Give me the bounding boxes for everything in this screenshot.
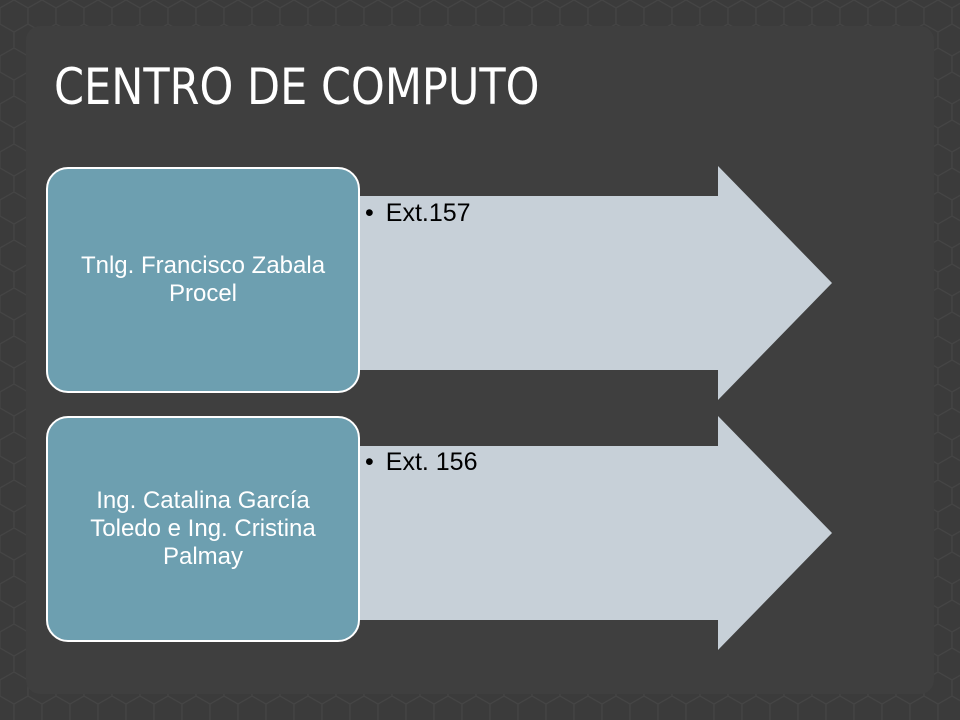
arrow-shape-1 — [300, 166, 832, 400]
person-name: Tnlg. Francisco Zabala Procel — [80, 252, 326, 307]
bullet-icon: • — [365, 199, 374, 227]
bullet-icon: • — [365, 448, 374, 476]
extension-item-2: • Ext. 156 — [365, 448, 478, 477]
arrow-shape-2 — [300, 416, 832, 650]
slide-title: CENTRO DE COMPUTO — [54, 58, 540, 116]
person-box-2: Ing. Catalina García Toledo e Ing. Crist… — [46, 416, 360, 642]
extension-item-1: • Ext.157 — [365, 199, 471, 228]
person-name: Ing. Catalina García Toledo e Ing. Crist… — [90, 487, 316, 570]
extension-label: Ext. 156 — [385, 448, 478, 476]
extension-label: Ext.157 — [385, 199, 471, 227]
person-box-1: Tnlg. Francisco Zabala Procel — [46, 167, 360, 393]
